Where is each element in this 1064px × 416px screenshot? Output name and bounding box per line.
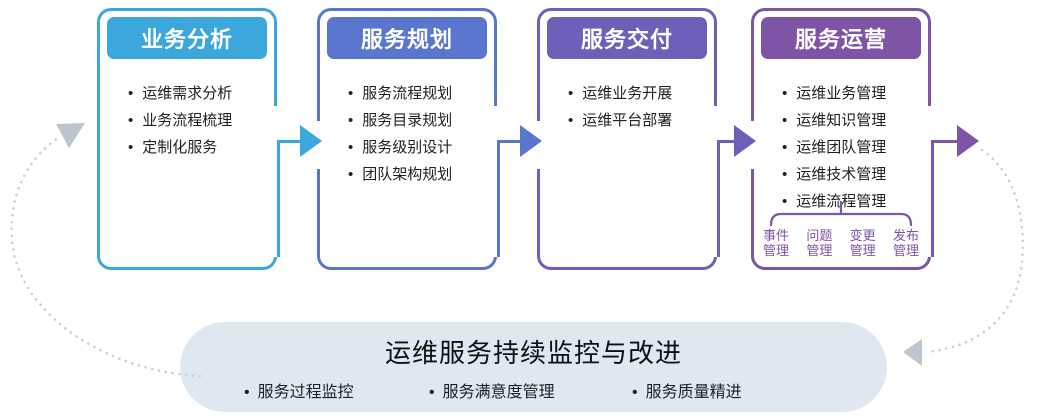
process-item-row: 事件 管理 问题 管理 变更 管理 发布 管理 [758, 228, 924, 258]
stage-card-business-analysis: 业务分析 运维需求分析 业务流程梳理 定制化服务 [97, 8, 277, 270]
process-brace [769, 201, 913, 227]
stage-item-list: 运维业务开展 运维平台部署 [540, 80, 714, 134]
process-item-change: 变更 管理 [849, 228, 876, 258]
stage-card-service-delivery: 服务交付 运维业务开展 运维平台部署 [537, 8, 717, 270]
stage-title-service-delivery: 服务交付 [547, 17, 707, 59]
stage-title-service-planning: 服务规划 [327, 17, 487, 59]
list-item: 运维知识管理 [782, 107, 922, 134]
list-item: 运维需求分析 [128, 80, 268, 107]
process-item-incident: 事件 管理 [762, 228, 789, 258]
stage-card-service-operation: 服务运营 运维业务管理 运维知识管理 运维团队管理 运维技术管理 运维流程管理 [751, 8, 931, 270]
list-item: 运维业务管理 [782, 80, 922, 107]
stage-card-service-planning: 服务规划 服务流程规划 服务目录规划 服务级别设计 团队架构规划 [317, 8, 497, 270]
feedback-arrow-left-icon [903, 339, 922, 366]
stage-title-business-analysis: 业务分析 [107, 17, 267, 59]
continuous-improvement-title: 运维服务持续监控与改进 [384, 338, 682, 368]
list-item: 团队架构规划 [348, 161, 488, 188]
continuous-improvement-bar: 运维服务持续监控与改进 服务过程监控 服务满意度管理 服务质量精进 [180, 322, 887, 412]
list-item: 服务质量精进 [632, 378, 742, 402]
list-item: 运维业务开展 [568, 80, 708, 107]
flow-arrow-1 [277, 125, 322, 257]
continuous-improvement-items: 服务过程监控 服务满意度管理 服务质量精进 [180, 378, 887, 405]
process-item-problem: 问题 管理 [806, 228, 833, 258]
feedback-arrow-up-icon [56, 123, 85, 148]
flow-arrow-exit [931, 125, 979, 257]
list-item: 业务流程梳理 [128, 107, 268, 134]
list-item: 服务过程监控 [244, 378, 354, 402]
list-item: 服务满意度管理 [429, 378, 555, 402]
list-item: 服务目录规划 [348, 107, 488, 134]
list-item: 服务流程规划 [348, 80, 488, 107]
list-item: 服务级别设计 [348, 134, 488, 161]
flow-arrow-2 [497, 125, 542, 257]
stage-title-service-operation: 服务运营 [761, 17, 921, 59]
process-item-release: 发布 管理 [892, 228, 919, 258]
stage-item-list: 运维需求分析 业务流程梳理 定制化服务 [100, 80, 274, 161]
list-item: 定制化服务 [128, 134, 268, 161]
list-item: 运维团队管理 [782, 134, 922, 161]
stage-item-list: 服务流程规划 服务目录规划 服务级别设计 团队架构规划 [320, 80, 494, 188]
stage-item-list: 运维业务管理 运维知识管理 运维团队管理 运维技术管理 运维流程管理 [754, 80, 928, 215]
list-item: 运维平台部署 [568, 107, 708, 134]
list-item: 运维技术管理 [782, 161, 922, 188]
